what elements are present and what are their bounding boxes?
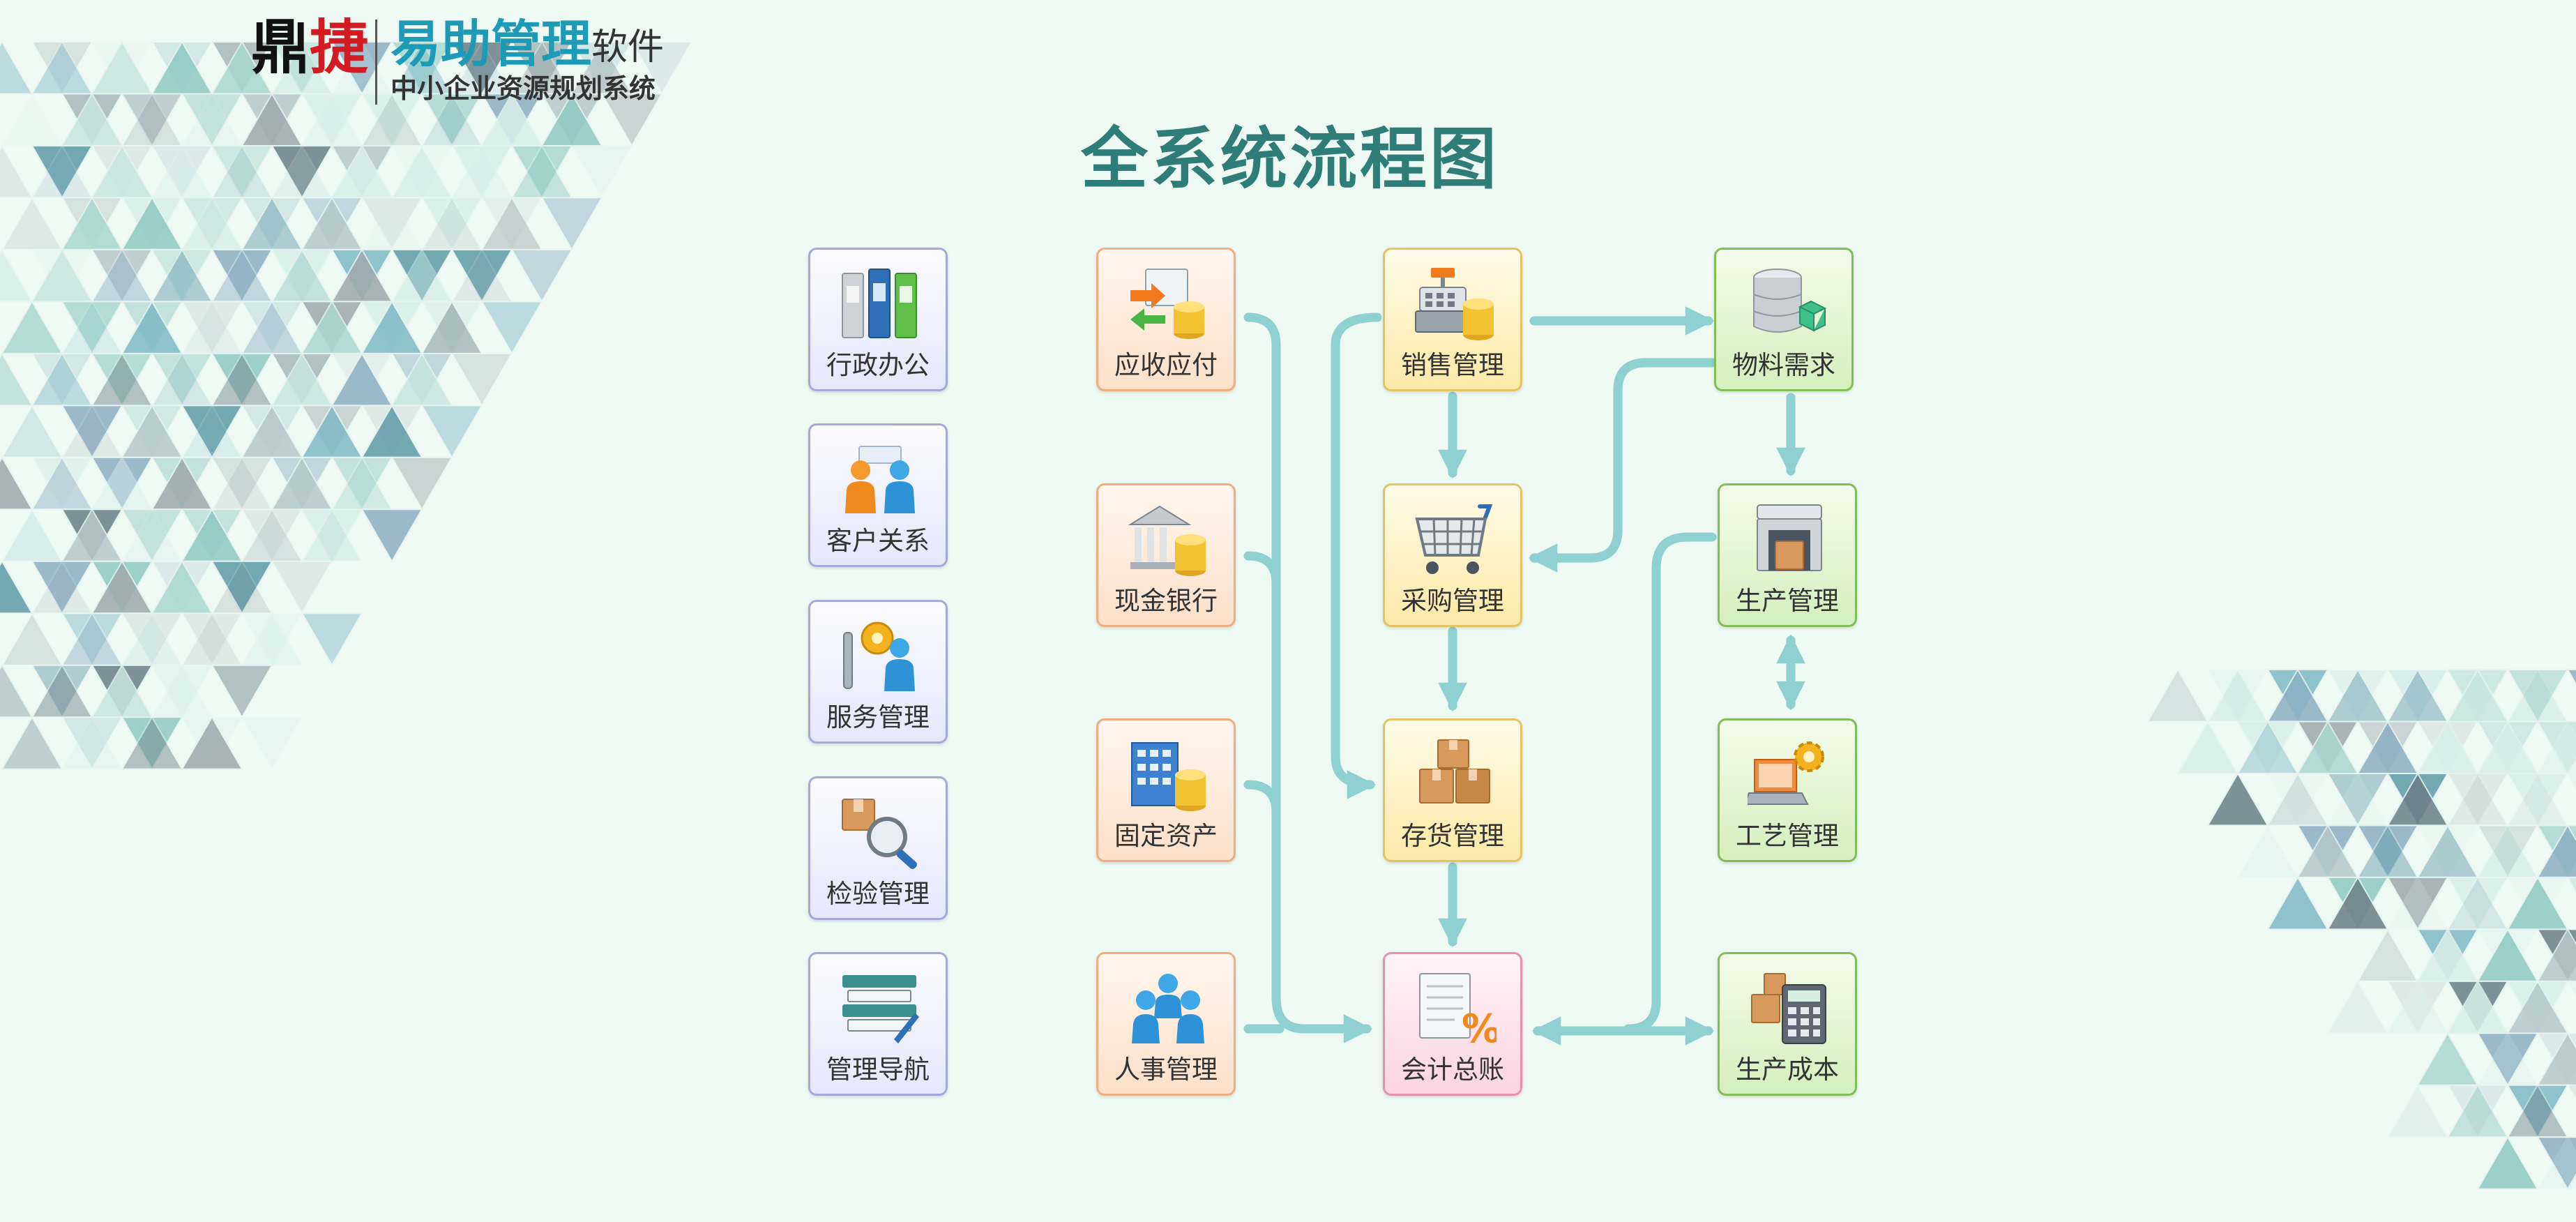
module-production-cost[interactable]: 生产成本 <box>1718 952 1857 1096</box>
module-customer[interactable]: 客户关系 <box>808 423 948 567</box>
module-label: 服务管理 <box>826 702 930 732</box>
module-label: 管理导航 <box>826 1055 930 1085</box>
module-label: 应收应付 <box>1114 350 1218 380</box>
arrow-sales-to-inventory <box>1331 312 1382 799</box>
module-label: 会计总账 <box>1401 1055 1504 1085</box>
module-admin-office[interactable]: 行政办公 <box>808 248 948 391</box>
module-hr[interactable]: 人事管理 <box>1096 952 1236 1096</box>
module-label: 检验管理 <box>826 879 930 909</box>
module-label: 存货管理 <box>1401 821 1504 851</box>
triangle-pattern-right <box>2146 668 2576 1191</box>
production-machine-icon <box>1757 504 1822 571</box>
module-general-ledger[interactable]: % 会计总账 <box>1383 952 1522 1096</box>
module-fixed-assets[interactable]: 固定资产 <box>1096 718 1236 862</box>
boxes-icon <box>1419 739 1490 804</box>
service-worker-icon <box>843 621 915 691</box>
module-label: 客户关系 <box>826 526 930 556</box>
module-sales[interactable]: 销售管理 <box>1383 248 1522 391</box>
svg-text:%: % <box>1462 1006 1497 1046</box>
product-tagline: 中小企业资源规划系统 <box>391 73 656 104</box>
module-label: 销售管理 <box>1401 350 1504 380</box>
module-label: 物料需求 <box>1732 350 1835 380</box>
module-label: 生产成本 <box>1736 1055 1839 1085</box>
module-navigation[interactable]: 管理导航 <box>808 952 948 1096</box>
shopping-cart-icon <box>1415 504 1493 574</box>
module-label: 现金银行 <box>1114 586 1218 616</box>
module-mrp[interactable]: 物料需求 <box>1714 248 1854 391</box>
product-suffix: 软件 <box>591 27 665 68</box>
module-purchase[interactable]: 采购管理 <box>1383 483 1522 627</box>
product-name: 易助管理 <box>391 15 592 73</box>
arrow-fixed-assets-branch <box>1243 780 1281 817</box>
brand-char-a: 鼎 <box>251 13 310 82</box>
inspection-magnifier-icon <box>842 799 917 869</box>
module-label: 采购管理 <box>1401 586 1504 616</box>
module-ar-ap[interactable]: 应收应付 <box>1096 248 1236 391</box>
cash-register-icon <box>1415 268 1494 340</box>
database-icon <box>1753 269 1827 333</box>
people-icon <box>845 446 915 513</box>
module-process[interactable]: 工艺管理 <box>1718 718 1857 862</box>
module-inventory[interactable]: 存货管理 <box>1383 718 1522 862</box>
brand-char-b: 捷 <box>310 13 369 82</box>
staff-icon <box>1132 974 1204 1043</box>
receivable-payable-icon <box>1130 269 1204 339</box>
module-label: 行政办公 <box>826 350 930 380</box>
module-production[interactable]: 生产管理 <box>1718 483 1857 627</box>
binders-icon <box>842 269 917 338</box>
laptop-gear-icon <box>1748 741 1824 805</box>
brand-divider <box>375 20 377 105</box>
module-label: 生产管理 <box>1736 586 1839 616</box>
page-title: 全系统流程图 <box>1081 120 1499 198</box>
brand-name: 鼎捷 <box>251 18 368 77</box>
navigation-stack-icon <box>842 975 919 1043</box>
module-label: 固定资产 <box>1114 821 1218 851</box>
calculator-boxes-icon <box>1751 973 1826 1044</box>
bank-icon <box>1128 505 1206 576</box>
arrow-cash-bank-branch <box>1243 551 1281 589</box>
module-service[interactable]: 服务管理 <box>808 600 948 744</box>
module-label: 人事管理 <box>1114 1055 1218 1085</box>
module-inspection[interactable]: 检验管理 <box>808 776 948 920</box>
arrow-production-to-bus <box>1623 532 1717 1034</box>
arrow-mrp-to-purchase <box>1528 358 1717 573</box>
module-cash-bank[interactable]: 现金银行 <box>1096 483 1236 627</box>
arrow-finance-to-ledger <box>1243 312 1373 1043</box>
module-label: 工艺管理 <box>1736 821 1839 851</box>
ledger-percent-icon: % <box>1419 973 1497 1046</box>
building-coins-icon <box>1131 742 1206 811</box>
